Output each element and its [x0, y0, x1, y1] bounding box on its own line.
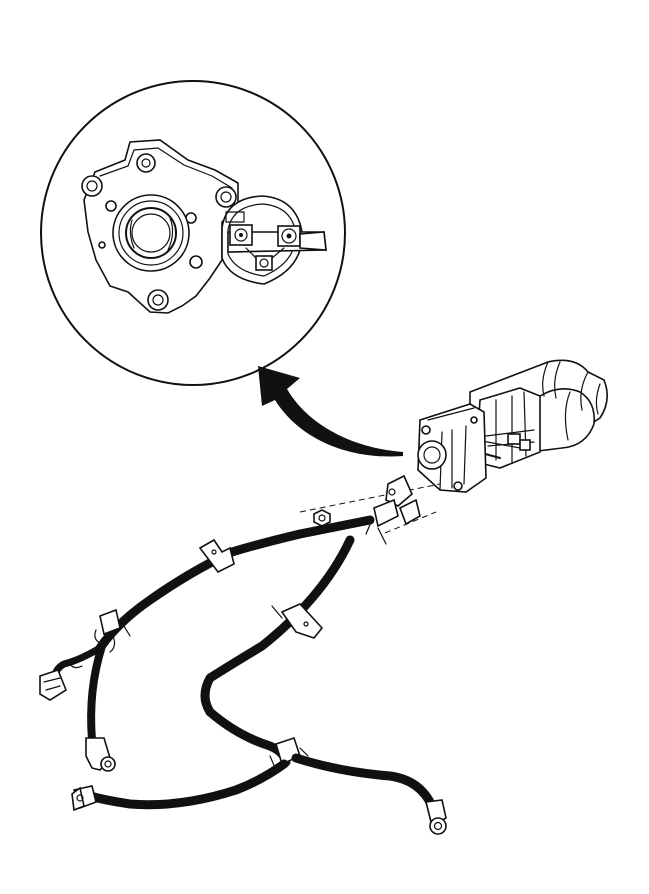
starter-mounting-flange [81, 139, 239, 314]
harness-bracket-middle [271, 603, 324, 639]
ring-terminal-right [425, 799, 447, 835]
harness-starter-connector [365, 474, 421, 545]
alignment-dashes [299, 483, 441, 534]
ring-terminal-left [85, 737, 116, 772]
harness-bracket-upper [198, 538, 235, 574]
callout-arrow-icon [258, 366, 403, 457]
pinion-bore [112, 194, 190, 272]
solenoid-end-cap [221, 195, 327, 285]
harness-clip-left [94, 608, 131, 653]
detail-circle-outline [40, 80, 346, 386]
mounting-nut [313, 509, 331, 527]
left-connector [39, 644, 104, 701]
starter-motor [417, 359, 608, 493]
flange-bolt-holes [81, 153, 237, 311]
ring-terminal-bottom [71, 785, 97, 812]
solenoid-terminals [225, 211, 327, 271]
wiring-harness [39, 474, 447, 835]
detail-view [40, 80, 346, 386]
